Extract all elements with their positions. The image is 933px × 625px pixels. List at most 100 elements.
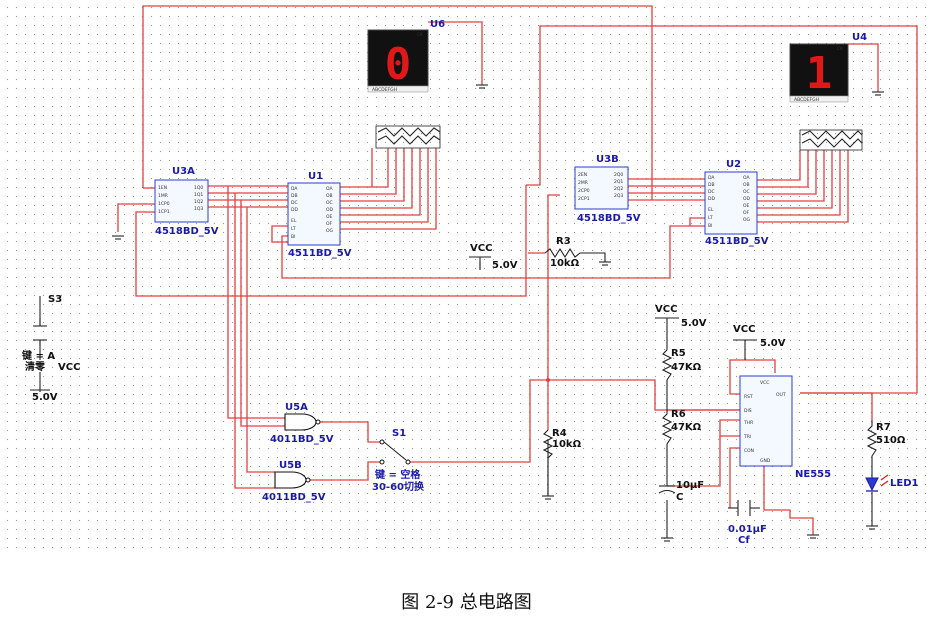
u5a-part: 4011BD_5V <box>270 434 334 445</box>
s1-label: S1 <box>392 428 406 439</box>
schematic-canvas: 0 ABCDEFGH CK U6 1 ABCDEFGH CK U4 U3A 1E… <box>0 0 933 548</box>
resistor-r4: R4 10kΩ <box>542 378 582 496</box>
vcc-label-s3: VCC <box>58 362 80 373</box>
svg-text:OC: OC <box>326 200 333 206</box>
svg-text:THR: THR <box>743 420 753 426</box>
s3-note: 清零 <box>25 360 46 373</box>
left-digit: 0 <box>385 39 412 90</box>
svg-text:2Q3: 2Q3 <box>614 193 623 199</box>
u1-part: 4511BD_5V <box>288 248 352 259</box>
svg-text:RST: RST <box>744 394 753 400</box>
gate-u5b: U5B 4011BD_5V <box>262 460 326 503</box>
ground-icon <box>542 495 554 500</box>
r7-value: 510Ω <box>876 435 906 446</box>
resistor-array-left <box>375 125 441 149</box>
u2-part: 4511BD_5V <box>705 236 769 247</box>
led1-label: LED1 <box>890 478 919 489</box>
c-label: C <box>676 492 683 503</box>
circuit-diagram: 0 ABCDEFGH CK U6 1 ABCDEFGH CK U4 U3A 1E… <box>21 5 919 546</box>
supply-wires <box>39 252 873 538</box>
svg-text:1Q2: 1Q2 <box>194 199 203 205</box>
r5-value: 47KΩ <box>671 362 702 373</box>
svg-text:1CP0: 1CP0 <box>158 201 170 207</box>
v5-label-r5: 5.0V <box>681 318 707 329</box>
capacitor-c: 10μF C <box>658 480 704 503</box>
svg-text:LT: LT <box>291 226 296 232</box>
u5a-label: U5A <box>285 402 308 413</box>
vcc-label-555: VCC <box>733 324 755 335</box>
display-u4: 1 ABCDEFGH CK U4 <box>789 32 867 103</box>
svg-text:BI: BI <box>291 234 295 240</box>
r4-label: R4 <box>552 428 567 439</box>
svg-text:DD: DD <box>291 207 298 213</box>
ck-left: CK <box>417 32 424 38</box>
s3-label: S3 <box>48 294 62 305</box>
gate-u5a: U5A 4011BD_5V <box>270 402 334 445</box>
display-u6: 0 ABCDEFGH CK U6 <box>367 19 445 93</box>
v5-label-mid: 5.0V <box>492 260 518 271</box>
ground-icon <box>866 525 878 530</box>
resistor-r5: R5 47KΩ <box>661 348 702 381</box>
vcc-label-r5: VCC <box>655 304 677 315</box>
r6-label: R6 <box>671 409 686 420</box>
svg-text:OD: OD <box>326 207 334 213</box>
resistor-r7: R7 510Ω <box>866 420 906 457</box>
figure-caption: 图 2-9 总电路图 <box>401 592 532 613</box>
s1-note: 30-60切换 <box>372 480 425 493</box>
svg-text:DIS: DIS <box>744 408 752 414</box>
svg-text:EL: EL <box>708 207 714 213</box>
svg-text:OB: OB <box>326 193 333 199</box>
svg-text:GND: GND <box>760 458 771 464</box>
u6-label: U6 <box>430 19 445 30</box>
svg-text:DA: DA <box>708 175 715 181</box>
r6-value: 47KΩ <box>671 422 702 433</box>
ne555-label: NE555 <box>795 469 831 480</box>
svg-text:1Q3: 1Q3 <box>194 206 203 212</box>
resistor-array-right <box>799 129 863 151</box>
r5-label: R5 <box>671 348 686 359</box>
u3a-part: 4518BD_5V <box>155 226 219 237</box>
svg-text:1Q0: 1Q0 <box>194 185 203 191</box>
chip-u2: U2 DA DB DC DD EL LT BI OA OB OC OD OE O… <box>704 159 769 247</box>
u1-label: U1 <box>308 171 323 182</box>
svg-text:OC: OC <box>743 189 750 195</box>
right-digit: 1 <box>806 48 833 99</box>
c-value: 10μF <box>676 480 704 491</box>
ground-icon <box>476 84 488 89</box>
u4-label: U4 <box>852 32 867 43</box>
u5b-label: U5B <box>279 460 302 471</box>
wires <box>117 5 918 535</box>
svg-text:2CP0: 2CP0 <box>578 188 590 194</box>
seg-pins-right: ABCDEFGH <box>794 97 819 103</box>
svg-text:EL: EL <box>291 218 297 224</box>
r7-label: R7 <box>876 422 891 433</box>
svg-text:DC: DC <box>708 189 715 195</box>
vcc-555-right: VCC 5.0V <box>733 324 786 349</box>
resistor-r6: R6 47KΩ <box>661 409 702 445</box>
svg-text:2CP1: 2CP1 <box>578 196 590 202</box>
ground-icon <box>599 261 611 266</box>
r3-value: 10kΩ <box>550 258 580 269</box>
s3-key: 键 = A <box>21 349 55 362</box>
ground-icon <box>112 235 124 240</box>
s1-key: 键 = 空格 <box>374 468 421 481</box>
svg-text:DB: DB <box>291 193 298 199</box>
svg-text:DA: DA <box>291 186 298 192</box>
r3-label: R3 <box>556 236 571 247</box>
svg-text:1Q1: 1Q1 <box>194 192 203 198</box>
svg-text:OG: OG <box>743 217 751 223</box>
chip-ne555: RST DIS THR TRI CON VCC OUT GND NE555 <box>739 375 831 480</box>
svg-text:DC: DC <box>291 200 298 206</box>
svg-text:OA: OA <box>743 175 750 181</box>
ck-right: CK <box>837 46 844 52</box>
u3a-label: U3A <box>172 166 195 177</box>
svg-text:1MR: 1MR <box>158 193 168 199</box>
svg-text:VCC: VCC <box>760 380 769 386</box>
u5b-part: 4011BD_5V <box>262 492 326 503</box>
svg-text:OF: OF <box>743 210 750 216</box>
led-icon: LED1 <box>865 474 919 492</box>
svg-text:OD: OD <box>743 196 751 202</box>
svg-text:2EN: 2EN <box>578 172 587 178</box>
switch-s3: S3 键 = A 清零 VCC 5.0V <box>21 294 80 403</box>
chip-u1: U1 DA DB DC DD EL LT BI OA OB OC OD OE O… <box>287 171 352 259</box>
